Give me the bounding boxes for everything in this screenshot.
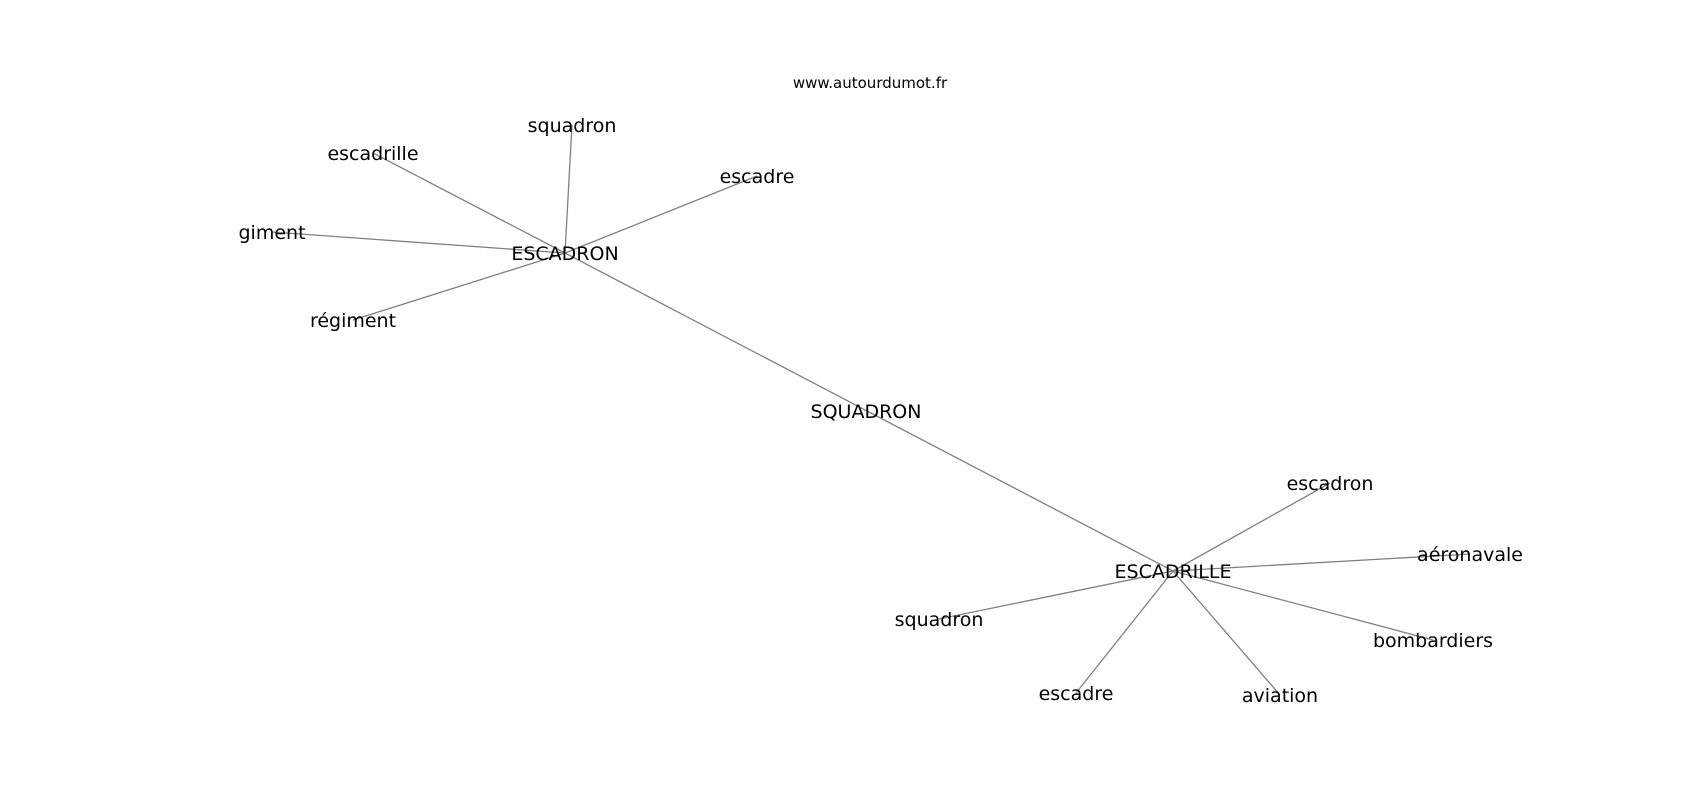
graph-edges: [271, 124, 1471, 696]
node-label-escadrille: ESCADRILLE: [1115, 561, 1232, 583]
graph-edge: [938, 570, 1174, 620]
graph-edge: [372, 152, 566, 254]
node-label-n-aeronavale: aéronavale: [1417, 544, 1523, 566]
graph-edge: [1172, 570, 1281, 696]
node-label-n-giment: giment: [238, 222, 305, 244]
graph-edge: [1075, 570, 1174, 694]
graph-edge: [1172, 482, 1331, 572]
node-label-n-escadrille-1: escadrille: [327, 143, 418, 165]
graph-edge: [1172, 553, 1471, 572]
graph-edge: [564, 175, 758, 254]
node-label-squadron: SQUADRON: [811, 401, 922, 423]
graph-edge: [564, 124, 573, 254]
graph-edge: [352, 252, 566, 321]
graph-labels: SQUADRON ESCADRON ESCADRILLE squadron escadr…: [238, 115, 1522, 707]
node-label-n-squadron-1: squadron: [528, 115, 617, 137]
watermark-text: www.autourdumot.fr: [793, 74, 948, 92]
node-label-n-aviation: aviation: [1242, 685, 1318, 707]
node-label-n-bombardiers: bombardiers: [1373, 630, 1493, 652]
graph-edge: [564, 252, 1174, 572]
node-label-escadron: ESCADRON: [511, 243, 618, 265]
node-label-n-squadron-2: squadron: [895, 609, 984, 631]
node-label-n-escadre-1: escadre: [720, 166, 795, 188]
graph-edge: [271, 231, 566, 254]
node-label-n-escadron-2: escadron: [1287, 473, 1374, 495]
graph-edge: [1172, 570, 1434, 641]
node-label-n-escadre-2: escadre: [1039, 683, 1114, 705]
node-label-n-regiment: régiment: [310, 310, 396, 332]
